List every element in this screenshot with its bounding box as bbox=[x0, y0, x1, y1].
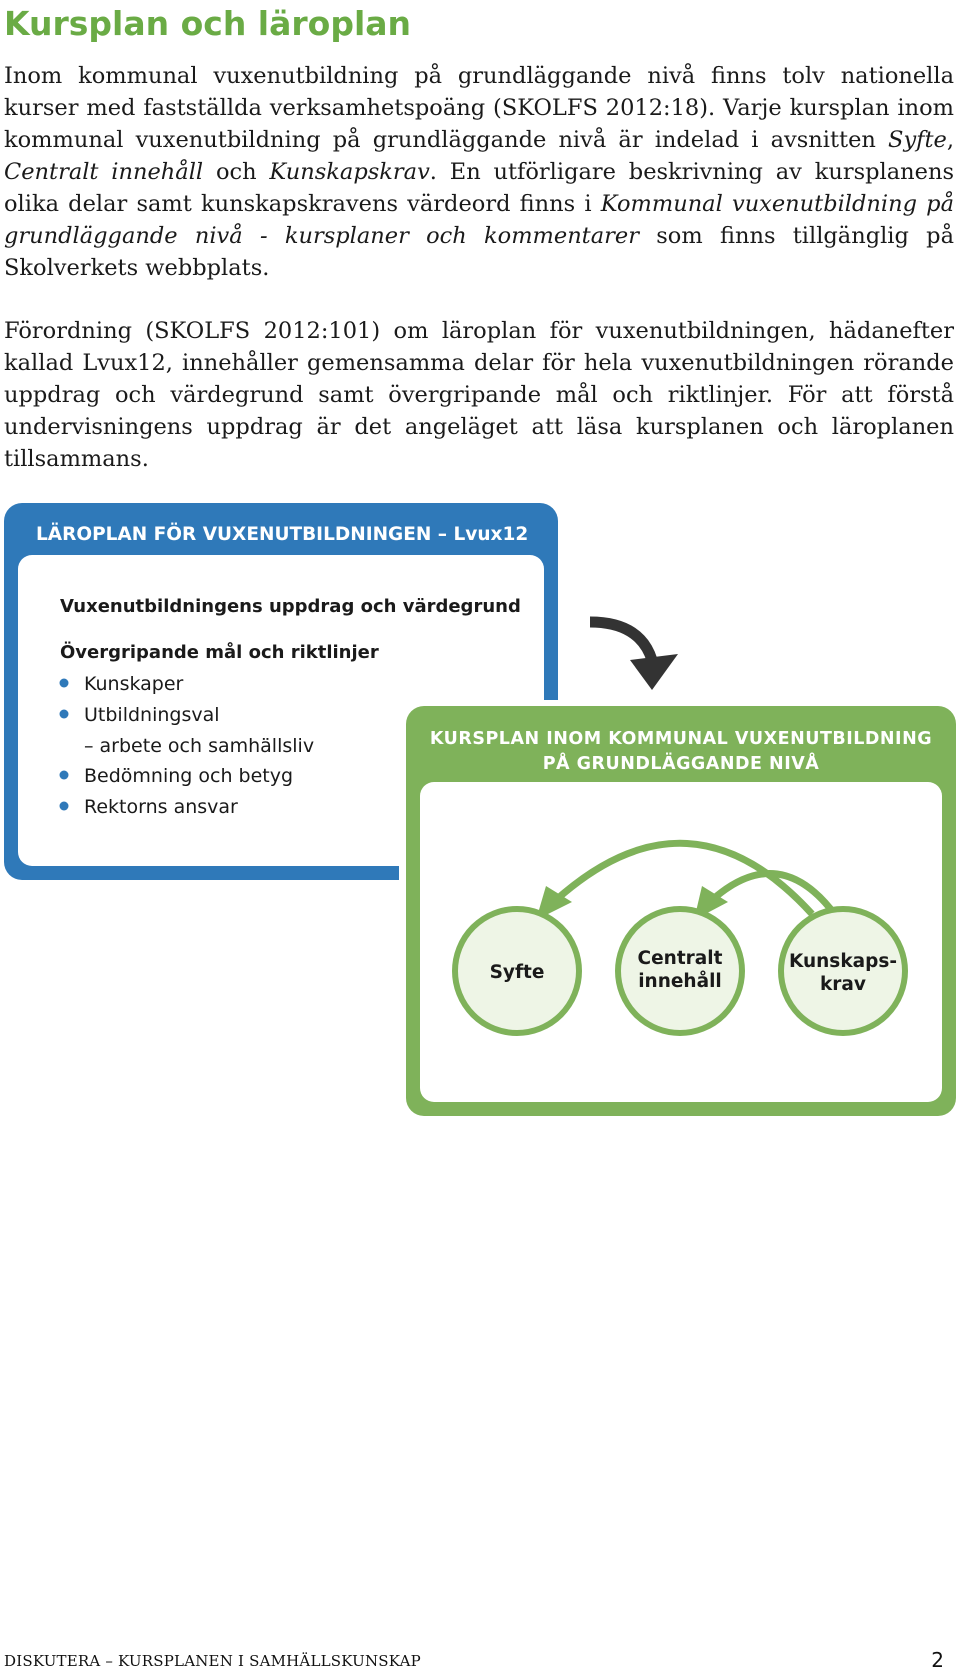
bullet bbox=[59, 709, 69, 719]
curriculum-heading-1: Vuxenutbildningens uppdrag och värdegrun… bbox=[60, 596, 521, 617]
paragraph-text: . En utförligare beskrivning av kursplan… bbox=[4, 159, 955, 217]
curriculum-item: Kunskaper bbox=[84, 673, 184, 695]
publication-title: Kommunal vuxenutbildning på grundläggand… bbox=[4, 191, 954, 249]
bullet bbox=[59, 801, 69, 811]
bullet bbox=[59, 678, 69, 688]
feedback-arrow-small bbox=[709, 870, 839, 919]
circle-label-centralt: Centralt bbox=[638, 948, 723, 969]
paragraph-text: och bbox=[203, 159, 270, 185]
page-number: 2 bbox=[931, 1648, 944, 1672]
curriculum-item-continuation: – arbete och samhällsliv bbox=[84, 735, 314, 757]
circle-syfte bbox=[452, 906, 582, 1036]
curriculum-item: Utbildningsval bbox=[84, 704, 220, 726]
curriculum-syllabus-diagram: LÄROPLAN FÖR VUXENUTBILDNINGEN – Lvux12 … bbox=[4, 503, 960, 1122]
syllabus-header-line-2: PÅ GRUNDLÄGGANDE NIVÅ bbox=[543, 751, 820, 774]
curriculum-paragraph: Förordning (SKOLFS 2012:101) om läroplan… bbox=[4, 318, 954, 472]
paragraph-text: som finns tillgänglig på Skolverkets web… bbox=[4, 223, 954, 281]
circle-label-krav: krav bbox=[820, 974, 866, 995]
circle-label-syfte: Syfte bbox=[490, 962, 545, 983]
curriculum-header: LÄROPLAN FÖR VUXENUTBILDNINGEN – Lvux12 bbox=[36, 523, 528, 545]
curriculum-item: Bedömning och betyg bbox=[84, 765, 293, 787]
emphasis-centralt-innehall: Centralt innehåll bbox=[4, 159, 204, 185]
curriculum-heading-2: Övergripande mål och riktlinjer bbox=[60, 641, 379, 663]
emphasis-kunskapskrav: Kunskapskrav bbox=[269, 159, 430, 185]
footer-title: DISKUTERA – KURSPLANEN I SAMHÄLLSKUNSKAP bbox=[4, 1652, 421, 1670]
syllabus-header-line-1: KURSPLAN INOM KOMMUNAL VUXENUTBILDNING bbox=[430, 729, 932, 749]
curriculum-item: Rektorns ansvar bbox=[84, 796, 238, 818]
arrowhead-icon bbox=[630, 654, 678, 690]
emphasis-syfte: Syfte bbox=[888, 127, 947, 153]
circle-label-kunskaps: Kunskaps- bbox=[789, 951, 897, 972]
curved-arrow-icon bbox=[589, 616, 658, 662]
bullet bbox=[59, 770, 69, 780]
circle-label-innehall: innehåll bbox=[638, 970, 722, 992]
paragraph-text: , bbox=[946, 127, 954, 153]
circle-centralt-innehall bbox=[615, 906, 745, 1036]
circle-kunskapskrav bbox=[778, 906, 908, 1036]
intro-paragraph: Inom kommunal vuxenutbildning på grundlä… bbox=[4, 60, 954, 284]
page-title: Kursplan och läroplan bbox=[4, 4, 412, 43]
arrowhead-icon bbox=[536, 886, 572, 920]
paragraph-text: Inom kommunal vuxenutbildning på grundlä… bbox=[4, 63, 954, 153]
feedback-arrow-large bbox=[553, 839, 815, 917]
